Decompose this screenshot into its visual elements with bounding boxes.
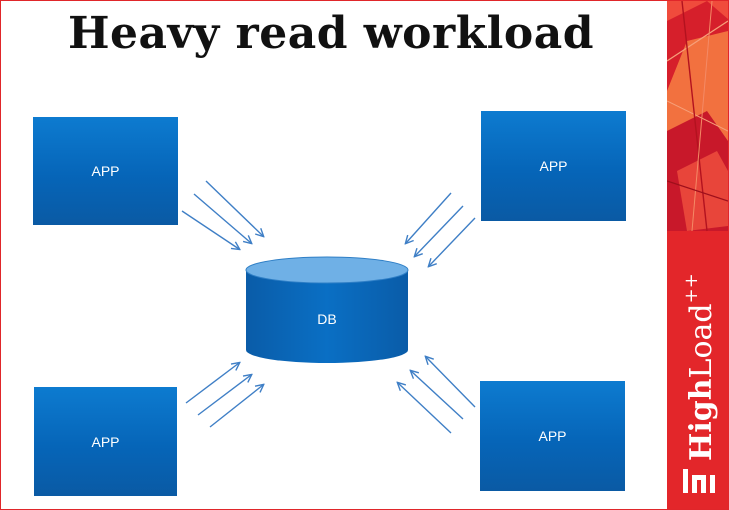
arrow [197,375,251,416]
db-cylinder [245,256,409,363]
brand-name-part1: High [684,378,719,461]
arrow [406,192,452,243]
arrows-top-left [181,180,263,249]
arrow [429,217,476,266]
arrows-top-right [406,192,476,266]
app-label: APP [538,428,567,444]
brand-logo-icon [683,469,715,493]
app-label: APP [91,163,120,179]
brand-suffix: ++ [681,273,702,303]
brand-pattern [667,1,728,232]
arrows-bottom-left [185,363,263,428]
arrow [209,385,263,428]
brand-wordmark: HighLoad++ [681,273,719,461]
arrow [426,357,476,408]
diagram-canvas [181,180,476,434]
app-label: APP [91,433,120,450]
arrow [193,193,251,243]
db-label: DB [317,311,337,327]
arrow [185,363,239,404]
arrow [398,383,452,434]
arrows-bottom-right [398,357,476,434]
svg-text:HighLoad++: HighLoad++ [681,273,719,461]
slide-title: Heavy read workload [67,8,595,59]
app-label: APP [539,158,568,174]
app-node-top-right: APP [481,111,626,221]
brand-sidebar [667,1,728,509]
app-node-bottom-left: APP [34,387,177,496]
arrow [415,205,464,256]
app-node-top-left: APP [33,117,178,225]
brand-name-part2: Load [684,303,719,378]
arrow [205,180,263,236]
arrow [411,371,464,420]
arrow [181,210,239,249]
app-node-bottom-right: APP [480,381,625,491]
